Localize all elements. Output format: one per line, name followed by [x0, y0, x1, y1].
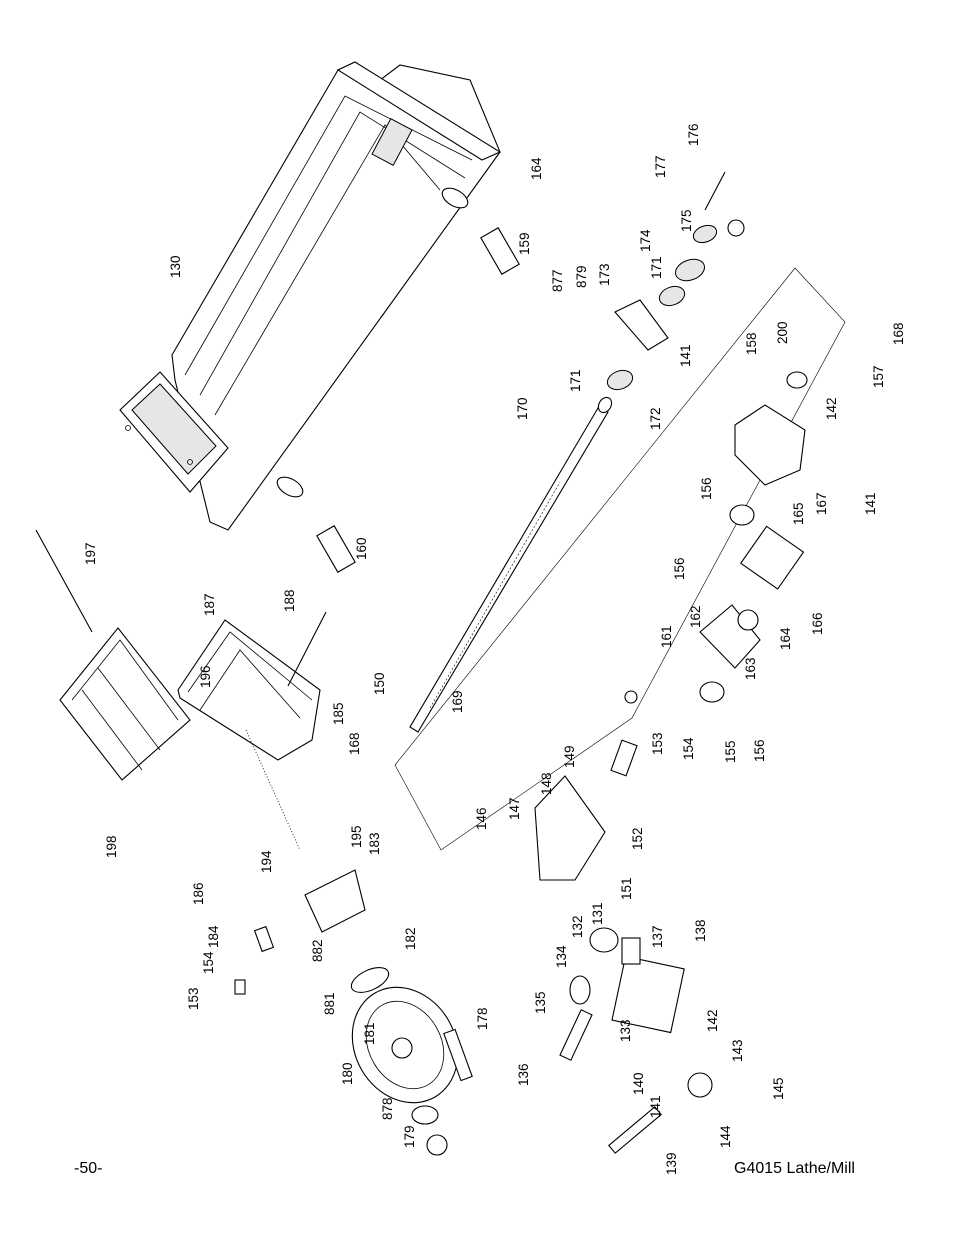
compound-slide: [59, 627, 191, 781]
callout-194: 194: [259, 850, 274, 873]
gib-188: [287, 611, 327, 687]
callout-135: 135: [533, 991, 548, 1014]
handwheel: [351, 986, 473, 1156]
callout-149: 149: [562, 745, 577, 768]
callout-156-c: 156: [699, 477, 714, 500]
callout-141-c: 141: [863, 492, 878, 515]
callout-141-b: 141: [678, 344, 693, 367]
callout-165: 165: [791, 502, 806, 525]
callout-195: 195: [349, 825, 364, 848]
callout-172: 172: [648, 407, 663, 430]
callout-881: 881: [322, 992, 337, 1015]
callout-197: 197: [83, 542, 98, 565]
callout-169: 169: [450, 690, 465, 713]
half-nut-assembly: [316, 171, 808, 777]
callout-155: 155: [723, 740, 738, 763]
callout-134: 134: [554, 945, 569, 968]
callout-182: 182: [403, 927, 418, 950]
lathe-bed: [119, 61, 502, 531]
callout-158: 158: [744, 332, 759, 355]
callout-164-a: 164: [529, 157, 544, 180]
callout-171-a: 171: [568, 369, 583, 392]
callout-132: 132: [570, 915, 585, 938]
callout-152: 152: [630, 827, 645, 850]
callout-166: 166: [810, 612, 825, 635]
callout-170: 170: [515, 397, 530, 420]
callout-183: 183: [367, 832, 382, 855]
callout-171-b: 171: [649, 256, 664, 279]
gib-197: [35, 529, 93, 633]
callout-151: 151: [619, 877, 634, 900]
callout-144: 144: [718, 1125, 733, 1148]
lead-screw: [409, 396, 613, 733]
manual-title: G4015 Lathe/Mill: [734, 1160, 855, 1177]
callout-156-b: 156: [672, 557, 687, 580]
callout-147: 147: [507, 797, 522, 820]
callout-154-b: 154: [681, 737, 696, 760]
callout-168-a: 168: [891, 322, 906, 345]
callout-167: 167: [814, 492, 829, 515]
callout-882: 882: [310, 939, 325, 962]
callout-196: 196: [198, 665, 213, 688]
callout-140: 140: [631, 1072, 646, 1095]
callout-145: 145: [771, 1077, 786, 1100]
callout-173: 173: [597, 263, 612, 286]
callout-178: 178: [475, 1007, 490, 1030]
callout-174: 174: [638, 229, 653, 252]
callout-879: 879: [574, 265, 589, 288]
callout-137: 137: [650, 925, 665, 948]
callout-146: 146: [474, 807, 489, 830]
callout-185: 185: [331, 702, 346, 725]
callout-180: 180: [340, 1062, 355, 1085]
callout-164-b: 164: [778, 627, 793, 650]
callout-188: 188: [282, 589, 297, 612]
callout-160: 160: [354, 537, 369, 560]
callout-161: 161: [659, 625, 674, 648]
callout-153-a: 153: [186, 987, 201, 1010]
callout-154-a: 154: [201, 951, 216, 974]
callout-187: 187: [202, 593, 217, 616]
cross-slide-nut: [234, 869, 390, 995]
callout-142-a: 142: [705, 1009, 720, 1032]
callout-141-a: 141: [648, 1095, 663, 1118]
apron-block: [534, 775, 713, 1154]
callout-143: 143: [730, 1039, 745, 1062]
callout-184: 184: [206, 925, 221, 948]
callout-163: 163: [743, 657, 758, 680]
callout-150: 150: [372, 672, 387, 695]
callout-162: 162: [688, 605, 703, 628]
callout-156-a: 156: [752, 739, 767, 762]
callout-181: 181: [362, 1022, 377, 1045]
callout-176: 176: [686, 123, 701, 146]
callout-138: 138: [693, 919, 708, 942]
callout-878: 878: [380, 1097, 395, 1120]
callout-179: 179: [402, 1125, 417, 1148]
callout-142-b: 142: [824, 397, 839, 420]
callout-131: 131: [590, 902, 605, 925]
callout-136: 136: [516, 1063, 531, 1086]
callout-200: 200: [775, 321, 790, 344]
cross-slide: [177, 619, 321, 851]
callout-198: 198: [104, 835, 119, 858]
page-number: -50-: [74, 1160, 103, 1177]
callout-130: 130: [168, 255, 183, 278]
callout-877: 877: [550, 269, 565, 292]
callout-148: 148: [539, 772, 554, 795]
callout-157: 157: [871, 365, 886, 388]
callout-159: 159: [517, 232, 532, 255]
callout-175: 175: [679, 209, 694, 232]
callout-133: 133: [618, 1019, 633, 1042]
callout-139: 139: [664, 1152, 679, 1175]
callout-168-b: 168: [347, 732, 362, 755]
callout-labels: 130 131 132 133 134 135 136 137 138 139 …: [83, 123, 906, 1175]
callout-153-b: 153: [650, 732, 665, 755]
callout-186: 186: [191, 882, 206, 905]
callout-177: 177: [653, 155, 668, 178]
